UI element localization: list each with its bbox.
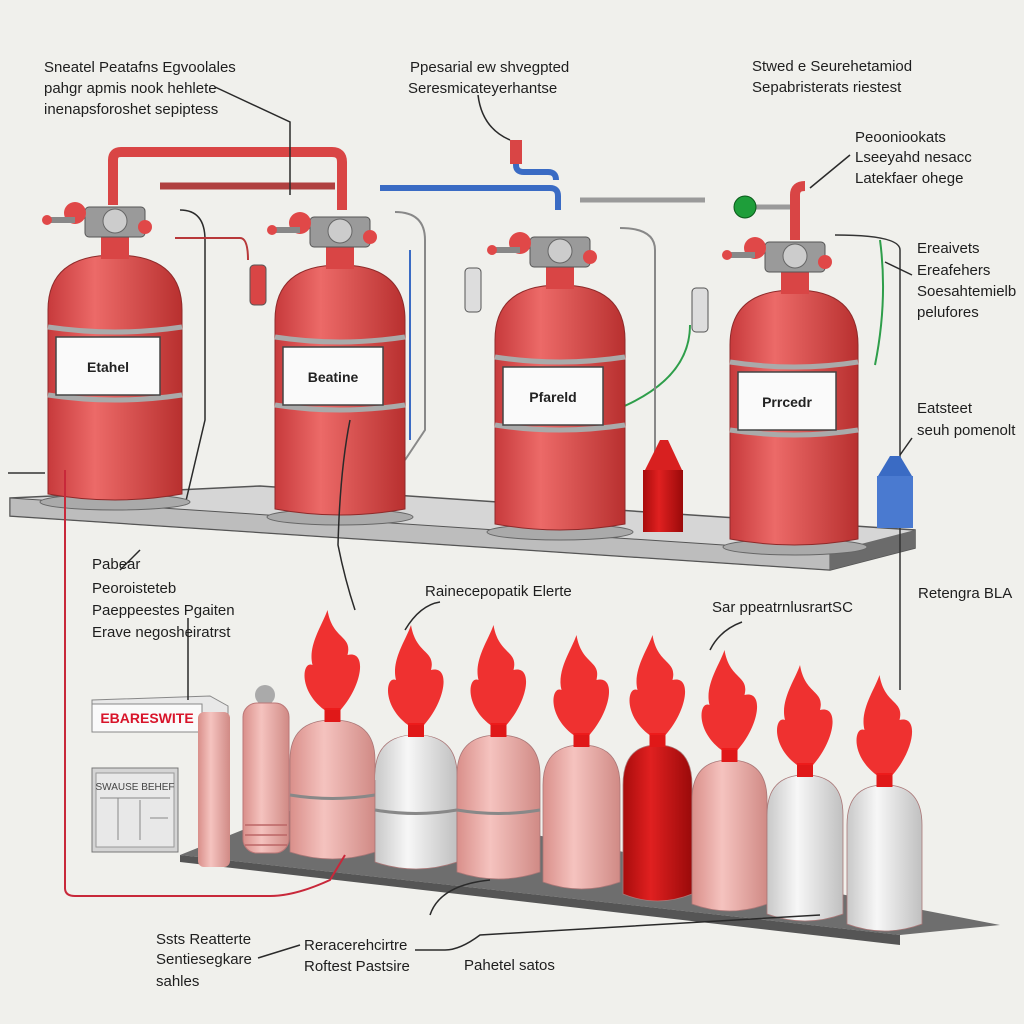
- agent-cylinder: [456, 625, 541, 880]
- agent-cylinder: [846, 675, 923, 932]
- agent-cylinder: [766, 665, 844, 922]
- flame-icon: [470, 625, 527, 725]
- callout-line: Peoroisteteb: [92, 580, 176, 597]
- callout-line: pahgr apmis nook hehlete: [44, 80, 217, 97]
- valve-assembly: [267, 212, 377, 248]
- callout-bottom-right: Pahetel satos: [464, 957, 555, 974]
- callout-line: Stwed e Seurehetamiod: [752, 58, 912, 75]
- agent-cylinder: [691, 650, 768, 912]
- callout-line: Ereaivets: [917, 240, 980, 257]
- callout-line: Sentiesegkare: [156, 951, 252, 968]
- agent-cylinder: [374, 625, 458, 870]
- pink-post: [198, 712, 230, 867]
- small-cylinder: [242, 685, 290, 854]
- flame-icon: [776, 665, 833, 765]
- sign-text: EBARESWITE: [100, 710, 193, 726]
- callout-line: Sepabristerats riestest: [752, 79, 902, 96]
- callout-right-valve: Peooniookats Lseeyahd nesacc Latekfaer o…: [855, 129, 972, 187]
- callout-center-mid: Rainecepopatik Elerte: [425, 583, 572, 600]
- valve-assembly: [42, 202, 152, 238]
- flame-icon: [553, 635, 610, 735]
- callout-line: Lseeyahd nesacc: [855, 149, 972, 166]
- callout-top-left: Sneatel Peatafns Egvoolales pahgr apmis …: [44, 59, 236, 118]
- storage-tank: Prrcedr: [722, 237, 868, 556]
- callout-line: Paeppeestes Pgaiten: [92, 602, 235, 619]
- valve-assembly: [487, 232, 597, 268]
- callout-line: seuh pomenolt: [917, 422, 1016, 439]
- callout-line: Roftest Pastsire: [304, 958, 410, 975]
- callout-line: Pabear: [92, 556, 140, 573]
- storage-tank: Pfareld: [486, 232, 634, 541]
- flame-icon: [304, 610, 361, 710]
- callout-line: pelufores: [917, 304, 979, 321]
- callout-line: Eatsteet: [917, 400, 973, 417]
- agent-cylinder: [542, 635, 621, 890]
- sensors: [249, 264, 913, 532]
- callout-line: Ppesarial ew shvegpted: [410, 59, 569, 76]
- storage-tank: Etahel: [39, 202, 191, 511]
- callout-line: Seresmicateyerhantse: [408, 80, 557, 97]
- tank-label: Etahel: [87, 359, 129, 375]
- callout-line: Peooniookats: [855, 129, 946, 146]
- callout-line: sahles: [156, 973, 199, 990]
- callout-right-pipe: Ereaivets Ereafehers Soesahtemielb peluf…: [917, 240, 1016, 321]
- callout-top-right: Stwed e Seurehetamiod Sepabristerats rie…: [752, 58, 912, 96]
- flame-icon: [856, 675, 913, 775]
- flame-icon: [701, 650, 758, 750]
- flame-icon: [629, 635, 686, 735]
- callout-line: Reracerehcirtre: [304, 937, 407, 954]
- upper-platform: [9, 485, 916, 571]
- panel-text: SWAUSE BEHEF: [95, 782, 174, 793]
- tank-label: Pfareld: [529, 389, 576, 405]
- callout-line: Soesahtemielb: [917, 283, 1016, 300]
- callout-line: Ereafehers: [917, 262, 990, 279]
- tank-label: Prrcedr: [762, 394, 812, 410]
- callout-bottom-left: Ssts Reatterte Sentiesegkare sahles: [156, 931, 252, 990]
- callout-right-blue: Eatsteet seuh pomenolt: [917, 400, 1016, 439]
- callout-top-center: Ppesarial ew shvegpted Seresmicateyerhan…: [408, 59, 569, 97]
- control-sign: EBARESWITE: [91, 695, 229, 733]
- callout-bottom-center: Reracerehcirtre Roftest Pastsire: [304, 937, 410, 975]
- callout-line: Erave negosheiratrst: [92, 624, 231, 641]
- valve-assembly: [722, 237, 832, 273]
- agent-cylinder: [289, 610, 376, 860]
- callout-line: Latekfaer ohege: [855, 170, 963, 187]
- tank-label: Beatine: [308, 369, 359, 385]
- control-panel: SWAUSE BEHEF: [91, 767, 179, 853]
- flame-icon: [387, 625, 444, 725]
- callout-far-right-mid: Retengra BLA: [918, 585, 1012, 602]
- callout-right-mid: Sar ppeatrnlusrartSC: [712, 599, 853, 616]
- agent-cylinder: [622, 635, 693, 902]
- leader-lines: [119, 86, 913, 959]
- piping: [108, 140, 901, 690]
- callout-line: inenapsforoshet sepiptess: [44, 101, 218, 118]
- callout-line: Sneatel Peatafns Egvoolales: [44, 59, 236, 76]
- callout-line: Ssts Reatterte: [156, 931, 251, 948]
- callout-left-mid: Pabear Peoroisteteb Paeppeestes Pgaiten …: [92, 556, 235, 641]
- storage-tank: Beatine: [266, 212, 414, 526]
- wire: [64, 470, 346, 897]
